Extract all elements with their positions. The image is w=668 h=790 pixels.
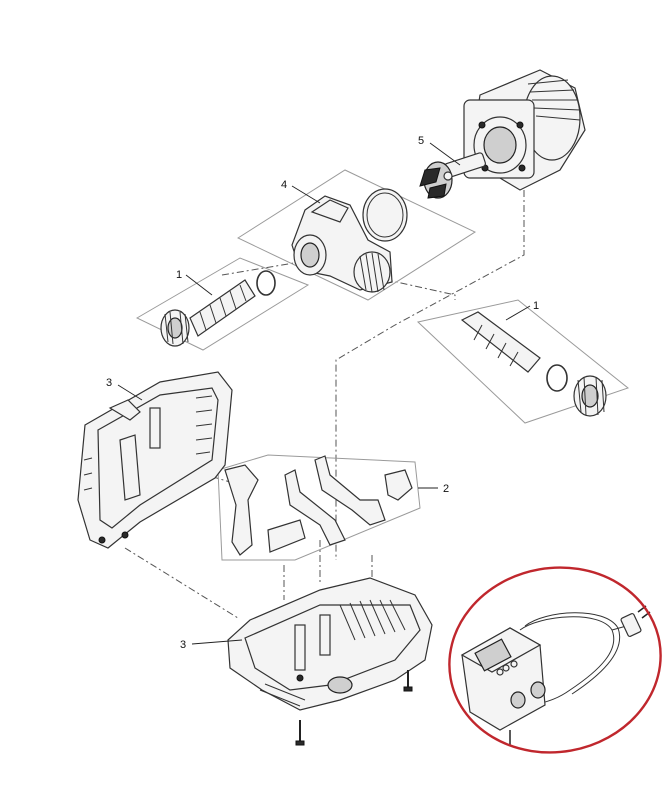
callout-outlet-right: 1 (533, 300, 539, 312)
pump-housing (291, 195, 393, 293)
motor-cooling-ribs (527, 79, 581, 121)
outlet-left-ribs (199, 284, 247, 331)
outlet-right-knurl (577, 376, 605, 416)
outlet-left (160, 270, 276, 347)
callout-motor-rotor: 5 (418, 135, 424, 147)
callout-outlet-left: 1 (176, 269, 182, 281)
motor-unit (463, 69, 586, 191)
oring-left (256, 270, 276, 296)
oring-housing-inner (366, 192, 404, 238)
rotor-impeller (419, 152, 487, 199)
callout-pump-housing: 4 (281, 179, 287, 191)
highlight-ring (448, 566, 662, 754)
housing-back (77, 371, 233, 549)
brackets (224, 455, 413, 556)
housing-thread (359, 252, 385, 293)
outlet-left-knurl (164, 311, 189, 345)
oring-housing (362, 188, 408, 242)
outlet-right (460, 311, 607, 417)
screw-right (403, 670, 413, 692)
callout-brackets: 2 (443, 483, 449, 495)
controller-unit (460, 605, 651, 745)
callout-housing-bottom: 3 (180, 639, 186, 651)
callout-housing-back: 3 (106, 377, 112, 389)
oring-right (546, 364, 568, 392)
housing-back-slots (83, 395, 213, 491)
group-box-outlet-right (416, 299, 630, 424)
leader-lines (117, 142, 531, 645)
housing-bottom (227, 577, 433, 711)
screw-bottom (295, 720, 305, 746)
outlet-right-ribs (473, 324, 519, 367)
housing-bottom-grille (259, 599, 406, 707)
group-box-pump-housing (236, 169, 477, 301)
controller-display (474, 638, 512, 672)
group-box-brackets (217, 454, 421, 561)
